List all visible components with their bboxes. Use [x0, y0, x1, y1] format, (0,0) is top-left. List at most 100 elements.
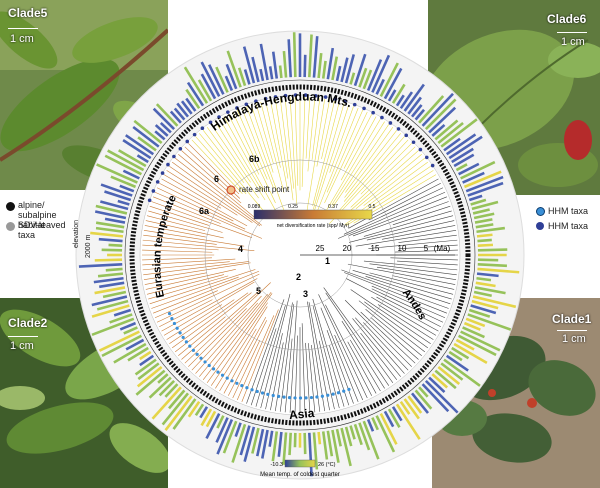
elevation-bar: [91, 295, 128, 307]
tree-branch: [397, 260, 458, 266]
elevation-bar: [102, 290, 127, 299]
tree-branch: [329, 106, 354, 173]
elevation-bar: [335, 428, 342, 447]
tree-branch: [219, 328, 257, 392]
hhm-dot: [155, 180, 160, 184]
tree-branch: [159, 299, 213, 327]
elevation-bar: [303, 54, 307, 78]
tree-branch: [202, 129, 245, 183]
tree-branch: [360, 311, 416, 364]
tree-branch: [206, 126, 259, 199]
elevation-bar: [463, 170, 502, 189]
elevation-bar: [108, 243, 123, 247]
elevation-bar: [470, 198, 487, 206]
tree-branch: [199, 133, 270, 219]
elevation-bar: [288, 432, 292, 456]
elevation-bar: [99, 281, 125, 289]
tree-branch: [311, 344, 321, 412]
hhm-dot: [273, 95, 278, 99]
tree-branch: [343, 187, 444, 235]
tree-branch: [345, 126, 394, 193]
hhm-dot: [195, 352, 199, 356]
tree-branch: [206, 293, 273, 384]
elevation-bar: [467, 313, 512, 331]
elevation-bar: [475, 223, 494, 229]
hhm-dot: [263, 96, 268, 101]
tree-branch: [363, 210, 452, 237]
elevation-bar: [137, 362, 160, 381]
elevation-bar: [403, 83, 425, 112]
rate-legend-title: net diversification rate (spp/ Myr): [277, 223, 350, 229]
hhm-dot: [343, 99, 347, 104]
elevation-bar: [418, 95, 445, 124]
elevation-bar: [90, 231, 124, 238]
elevation-bar: [424, 379, 459, 414]
temp-colorbar: [284, 459, 316, 468]
hhm-dot: [333, 97, 338, 101]
tree-branch: [149, 269, 256, 305]
elevation-bar: [139, 350, 152, 361]
elevation-bar: [411, 392, 430, 414]
node-1: 1: [325, 256, 330, 266]
elevation-bar: [362, 420, 380, 460]
elevation-bar: [434, 369, 457, 390]
elevation-bar: [349, 72, 356, 85]
hhm-dot: [430, 163, 435, 168]
tree-branch: [320, 307, 359, 403]
elevation-bar: [431, 373, 449, 389]
tree-branch: [151, 276, 239, 309]
tree-branch: [171, 161, 261, 227]
tree-branch: [314, 107, 359, 217]
tree-branch: [364, 301, 429, 349]
hhm-dot-light: [536, 207, 545, 216]
sdv-label: SDV-leaved taxa: [18, 220, 66, 240]
time-tick-20: 20: [343, 244, 352, 253]
elevation-bar: [445, 133, 477, 156]
hhm-dot: [203, 360, 207, 364]
clade2-scale-bar: [8, 336, 38, 337]
elevation-bar: [199, 406, 209, 419]
elevation-bar: [259, 68, 265, 82]
elevation-bar: [225, 63, 238, 90]
tree-branch: [169, 299, 235, 345]
hhm-dot: [313, 93, 318, 98]
elevation-bar: [94, 286, 126, 295]
tree-branch: [347, 341, 377, 394]
elevation-bar: [157, 373, 169, 384]
hhm-dot: [315, 395, 319, 399]
elevation-value: 2000 m: [85, 234, 92, 258]
elevation-bar: [271, 431, 279, 462]
elevation-bar: [185, 97, 197, 112]
rate-tick-0: 0.089: [248, 204, 261, 210]
rate-shift-label: rate shift point: [239, 185, 290, 194]
elevation-bar: [234, 422, 242, 437]
elevation-bar: [132, 125, 160, 148]
hhm-dot: [207, 363, 211, 368]
tree-branch: [232, 339, 261, 399]
elevation-bar: [414, 389, 433, 410]
tree-branch: [312, 104, 350, 217]
elevation-bar: [109, 313, 133, 324]
hhm-dot: [191, 348, 195, 352]
elevation-bar: [107, 149, 145, 172]
tree-branch: [312, 306, 340, 409]
tree-branch: [363, 322, 409, 371]
elevation-bar: [122, 169, 140, 180]
tree-branch: [376, 296, 439, 332]
elevation-bar: [200, 61, 221, 97]
habitat-ring: [129, 84, 471, 426]
tree-branch: [325, 292, 390, 386]
elevation-bar: [303, 432, 307, 455]
elevation-bar: [97, 272, 124, 278]
elevation-bar: [467, 181, 504, 197]
elevation-bar: [95, 221, 125, 229]
temp-min: -10.3: [270, 462, 283, 468]
elevation-bar: [418, 386, 429, 398]
elevation-bar: [119, 184, 135, 193]
elevation-bar: [399, 400, 411, 415]
tree-branch: [152, 270, 260, 314]
elevation-bar: [180, 100, 193, 115]
rate-tick-1: 0.25: [288, 204, 298, 210]
tree-branch: [142, 239, 255, 251]
elevation-bar: [437, 366, 461, 385]
